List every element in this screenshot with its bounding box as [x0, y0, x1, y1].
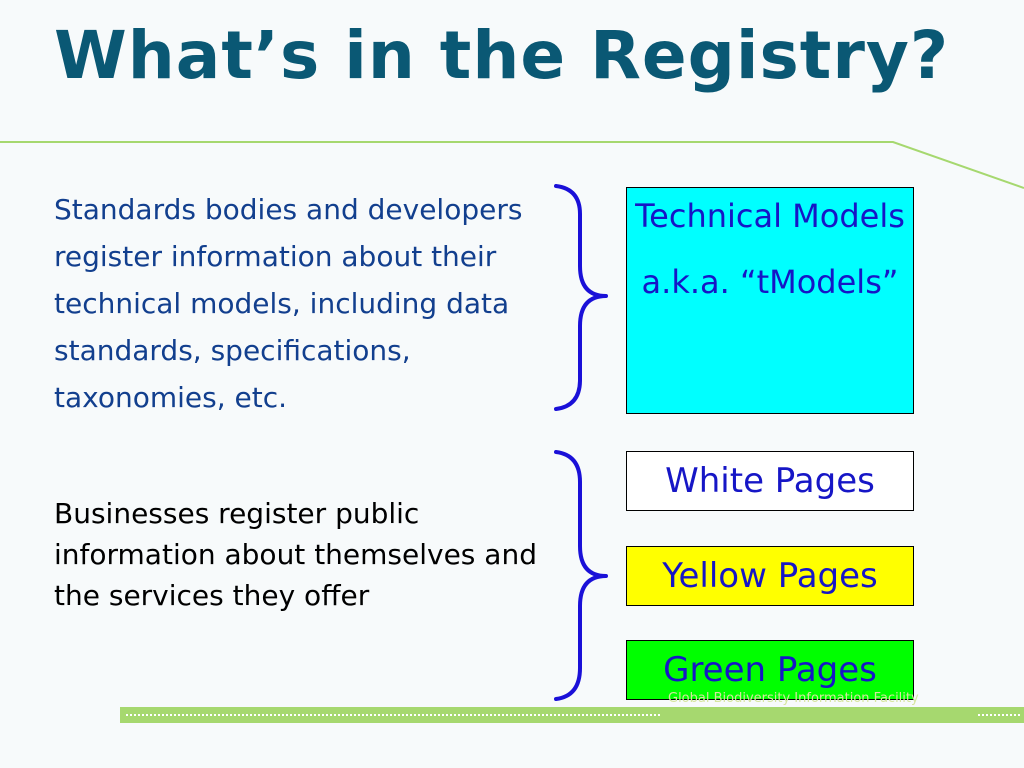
green-pages-box: Green Pages — [626, 640, 914, 700]
business-description: Businesses register public information a… — [54, 497, 537, 612]
technical-models-label: Technical Models — [635, 197, 905, 235]
footer-bar — [120, 707, 1024, 723]
slide-title: What’s in the Registry? — [54, 17, 950, 94]
technical-models-description: Standards bodies and developers register… — [54, 193, 523, 414]
title-underline — [0, 141, 1024, 189]
white-pages-box: White Pages — [626, 451, 914, 511]
tmodels-label: a.k.a. “tModels” — [641, 263, 899, 301]
technical-models-box: Technical Models a.k.a. “tModels” — [626, 187, 914, 414]
yellow-pages-box: Yellow Pages — [626, 546, 914, 606]
footer-organization: Global Biodiversity Information Facility — [668, 691, 919, 706]
